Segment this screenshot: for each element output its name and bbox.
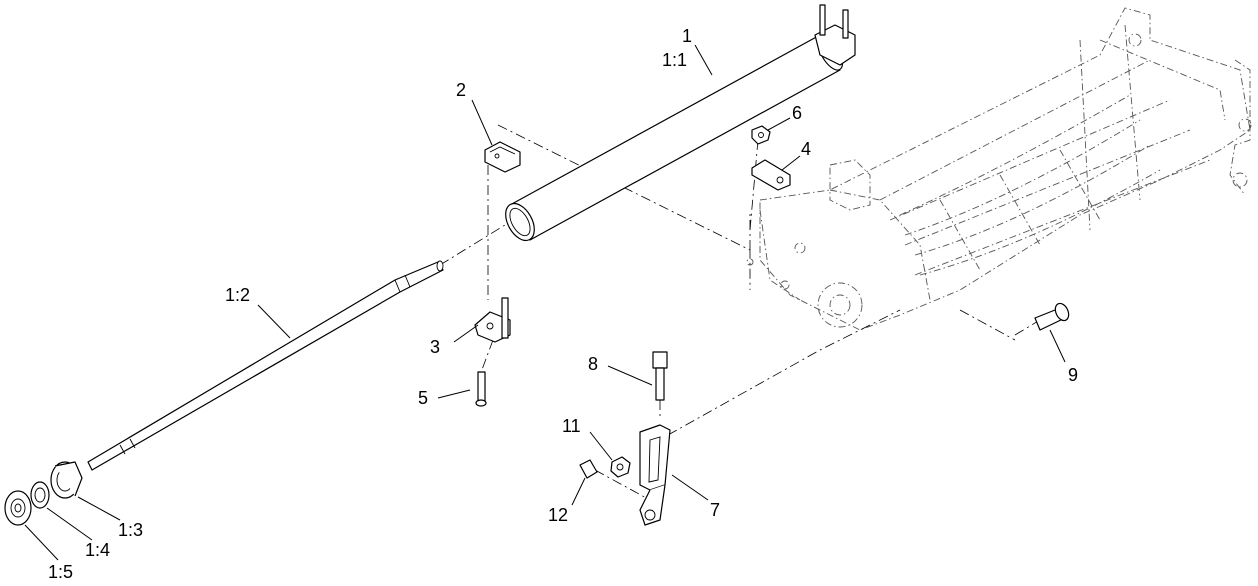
- roller-shaft: [87, 260, 444, 471]
- bearing: [50, 461, 83, 499]
- callout-9: 9: [1068, 365, 1078, 385]
- seal: [4, 490, 32, 526]
- bolt-5: [475, 371, 487, 407]
- nut-6: [751, 125, 771, 145]
- shaft-clamp: [474, 297, 511, 343]
- pin-12: [579, 459, 598, 479]
- washer: [30, 481, 50, 509]
- callout-4: 4: [801, 139, 811, 159]
- assembly-centerlines: [439, 124, 1041, 501]
- adjuster-plate: [751, 159, 791, 191]
- callout-1-3: 1:3: [118, 520, 143, 540]
- callout-5: 5: [418, 388, 428, 408]
- bolt-9: [1034, 302, 1070, 331]
- cutting-unit-frame: [746, 7, 1252, 331]
- callout-1-4: 1:4: [85, 540, 110, 560]
- roller-bracket: [484, 141, 521, 173]
- callout-12: 12: [548, 505, 568, 525]
- callout-11: 11: [562, 416, 581, 436]
- callout-1-1: 1:1: [662, 50, 687, 70]
- callout-2: 2: [456, 80, 466, 100]
- callout-3: 3: [430, 337, 440, 357]
- height-adjust-arm: [639, 424, 671, 526]
- callout-8: 8: [588, 354, 598, 374]
- callout-1: 1: [682, 26, 692, 46]
- callout-labels: 1 1:1 2 3 4 5 6 7 8 9 11 12 1:2 1:3 1:4 …: [48, 26, 1078, 582]
- callout-1-2: 1:2: [225, 285, 250, 305]
- adjusting-screw: [652, 351, 668, 401]
- callout-6: 6: [792, 103, 802, 123]
- callout-7: 7: [710, 500, 720, 520]
- leader-lines: [24, 44, 1066, 561]
- roller-tube: [505, 4, 856, 242]
- callout-1-5: 1:5: [48, 562, 73, 582]
- nut-11: [610, 456, 631, 478]
